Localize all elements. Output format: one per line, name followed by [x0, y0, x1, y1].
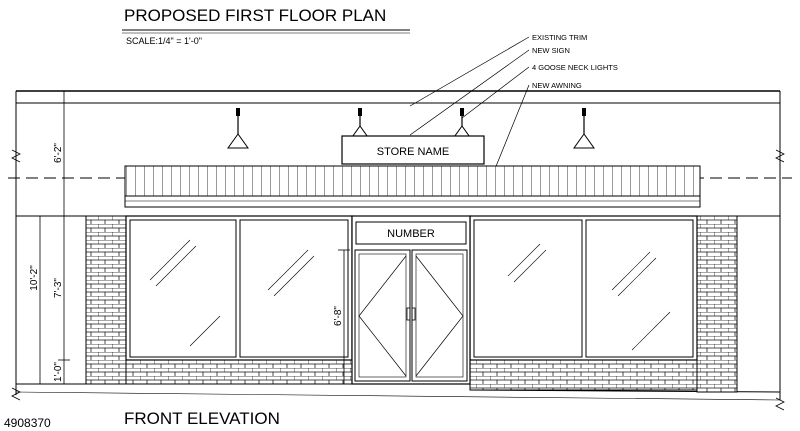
drawing-scale: SCALE:1/4" = 1'-0": [126, 36, 202, 46]
entry-door: NUMBER: [351, 215, 471, 385]
storefront-windows: [125, 215, 698, 361]
dimension-door: 6'-8": [333, 306, 344, 326]
callout-new-sign: NEW SIGN: [532, 46, 570, 55]
callout-existing-trim: EXISTING TRIM: [532, 33, 587, 42]
light-icon: [573, 108, 595, 149]
document-number: 4908370: [4, 416, 51, 430]
dimension-upper: 6'-2": [53, 143, 64, 163]
number-sign-text: NUMBER: [387, 228, 435, 240]
dimension-overall: 10'-2": [29, 265, 40, 291]
brick-pier-right: [696, 215, 738, 393]
store-sign: STORE NAME: [341, 135, 485, 165]
callout-notes: EXISTING TRIM NEW SIGN 4 GOOSE NECK LIGH…: [409, 33, 618, 187]
callout-new-awning: NEW AWNING: [532, 81, 582, 90]
store-name-text: STORE NAME: [377, 146, 450, 158]
view-title: FRONT ELEVATION: [124, 409, 280, 428]
brick-pier-left: [85, 215, 127, 385]
awning: [124, 165, 701, 208]
brick-base-right: [469, 359, 698, 391]
callout-goose-neck-lights: 4 GOOSE NECK LIGHTS: [532, 63, 618, 72]
dimension-lines: [34, 90, 350, 385]
light-icon: [349, 108, 371, 141]
drawing-title: PROPOSED FIRST FLOOR PLAN: [124, 6, 386, 25]
dimension-base: 1'-0": [53, 362, 64, 382]
dimension-window: 7'-3": [53, 278, 64, 298]
brick-base-left: [125, 359, 353, 385]
light-icon: [227, 108, 249, 149]
